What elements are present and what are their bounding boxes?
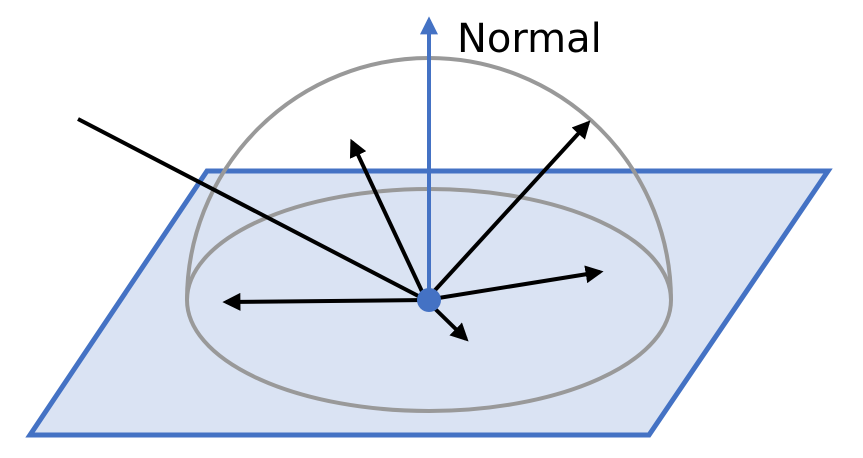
reflected-ray-up-left (349, 138, 428, 301)
hit-point (417, 288, 441, 312)
reflected-ray-up-right (424, 120, 591, 302)
incident-ray (77, 117, 427, 302)
reflected-ray-right (425, 265, 604, 302)
reflected-ray-left (222, 292, 427, 311)
normal-label: Normal (457, 16, 602, 62)
